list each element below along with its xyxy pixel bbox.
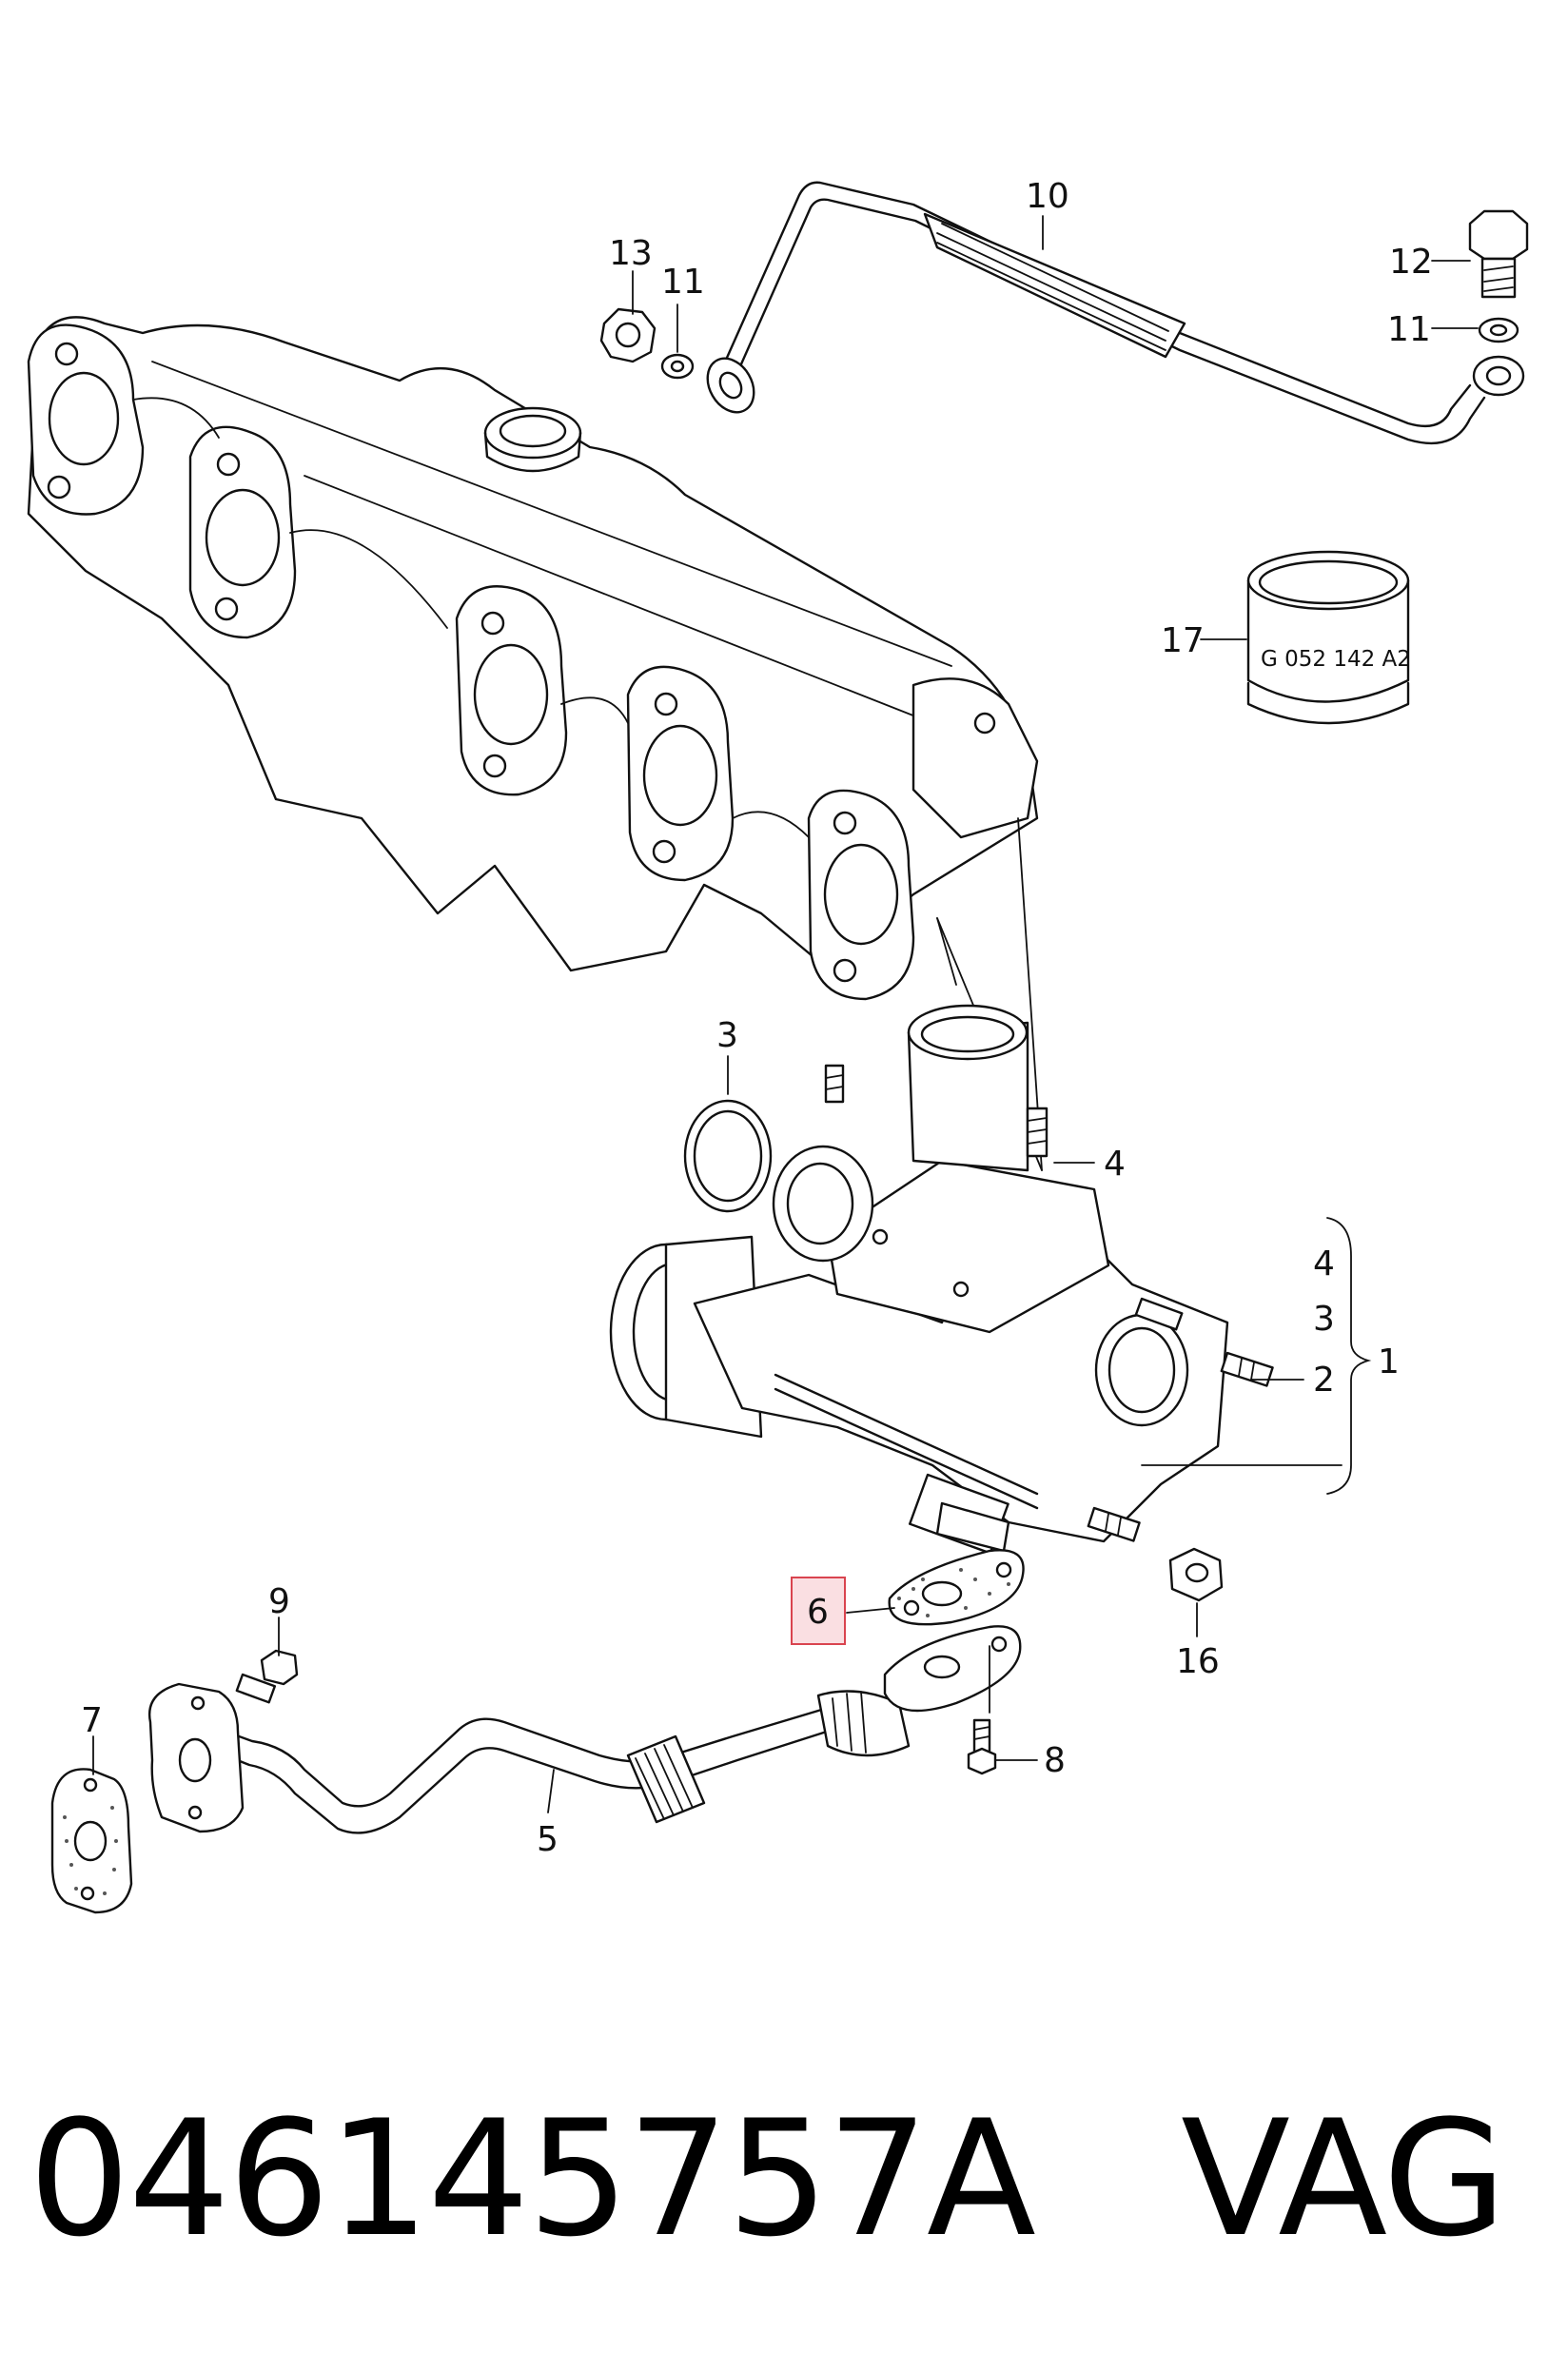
oil-pipe-corrugation xyxy=(626,1734,706,1824)
callout-5: 5 xyxy=(537,1820,559,1859)
oil-pipe-sleeve xyxy=(923,212,1186,359)
turbo-stud-lower xyxy=(1087,1506,1141,1542)
manifold-flange-2 xyxy=(188,425,297,639)
oil-return-pipe xyxy=(147,1625,1022,1834)
oil-return-gasket xyxy=(888,1549,1025,1626)
turbo-stud-right xyxy=(1220,1351,1274,1387)
callout-7: 7 xyxy=(81,1701,103,1740)
turbo-stud-mid xyxy=(1134,1297,1184,1331)
flange-nut xyxy=(1168,1547,1224,1602)
callout-1: 1 xyxy=(1378,1342,1400,1381)
callout-2: 2 xyxy=(1313,1361,1335,1400)
oil-supply-pipe xyxy=(706,181,1525,445)
banjo-fitting-left xyxy=(706,357,755,414)
callout-4-group: 4 xyxy=(1313,1244,1335,1283)
callout-11-right: 11 xyxy=(1387,310,1431,349)
turbo-stud-upper xyxy=(824,1064,845,1104)
flange-bolt-lower xyxy=(967,1718,997,1775)
callout-17: 17 xyxy=(1161,621,1205,660)
callout-11-left: 11 xyxy=(661,263,705,302)
manifold-flange-1 xyxy=(27,323,145,516)
callout-3-group: 3 xyxy=(1313,1300,1335,1339)
o-ring-gasket xyxy=(683,1099,773,1213)
oil-return-gasket-block xyxy=(50,1768,133,1914)
callout-8: 8 xyxy=(1044,1741,1066,1780)
callout-13: 13 xyxy=(609,234,653,273)
callout-6-highlight: 6 xyxy=(791,1577,846,1645)
coupling-sleeve: G 052 142 A2 xyxy=(1246,550,1411,725)
oil-pipe-hose xyxy=(816,1690,911,1757)
callout-12: 12 xyxy=(1389,243,1433,282)
callout-labels: 10 12 11 13 11 17 3 4 4 3 2 1 16 8 9 7 5… xyxy=(81,177,1433,1859)
leader-lines xyxy=(92,215,1479,1813)
callout-4-stud: 4 xyxy=(1104,1145,1126,1184)
sealing-washer-right xyxy=(1478,317,1519,343)
callout-3-ring: 3 xyxy=(716,1016,738,1055)
part-number-caption: 046145757A VAG xyxy=(29,2086,1506,2272)
manifold-flange-3 xyxy=(455,585,568,796)
manifold-plug xyxy=(483,406,582,473)
exhaust-manifold xyxy=(27,316,1043,1171)
turbo-stud-top xyxy=(1026,1107,1049,1158)
callout-16: 16 xyxy=(1176,1642,1220,1681)
turbocharger xyxy=(609,1004,1274,1555)
union-nut xyxy=(599,307,657,363)
manifold-flange-4 xyxy=(626,665,735,882)
manifold-flange-5 xyxy=(807,789,915,1001)
callout-9: 9 xyxy=(268,1582,290,1621)
sleeve-stamp: G 052 142 A2 xyxy=(1261,647,1411,672)
callout-10: 10 xyxy=(1026,177,1069,216)
banjo-fitting-right xyxy=(1472,355,1525,397)
banjo-bolt xyxy=(1468,209,1529,299)
callout-6: 6 xyxy=(807,1593,829,1632)
sealing-washer-left xyxy=(660,353,695,380)
flange-bolt-upper xyxy=(235,1649,299,1704)
